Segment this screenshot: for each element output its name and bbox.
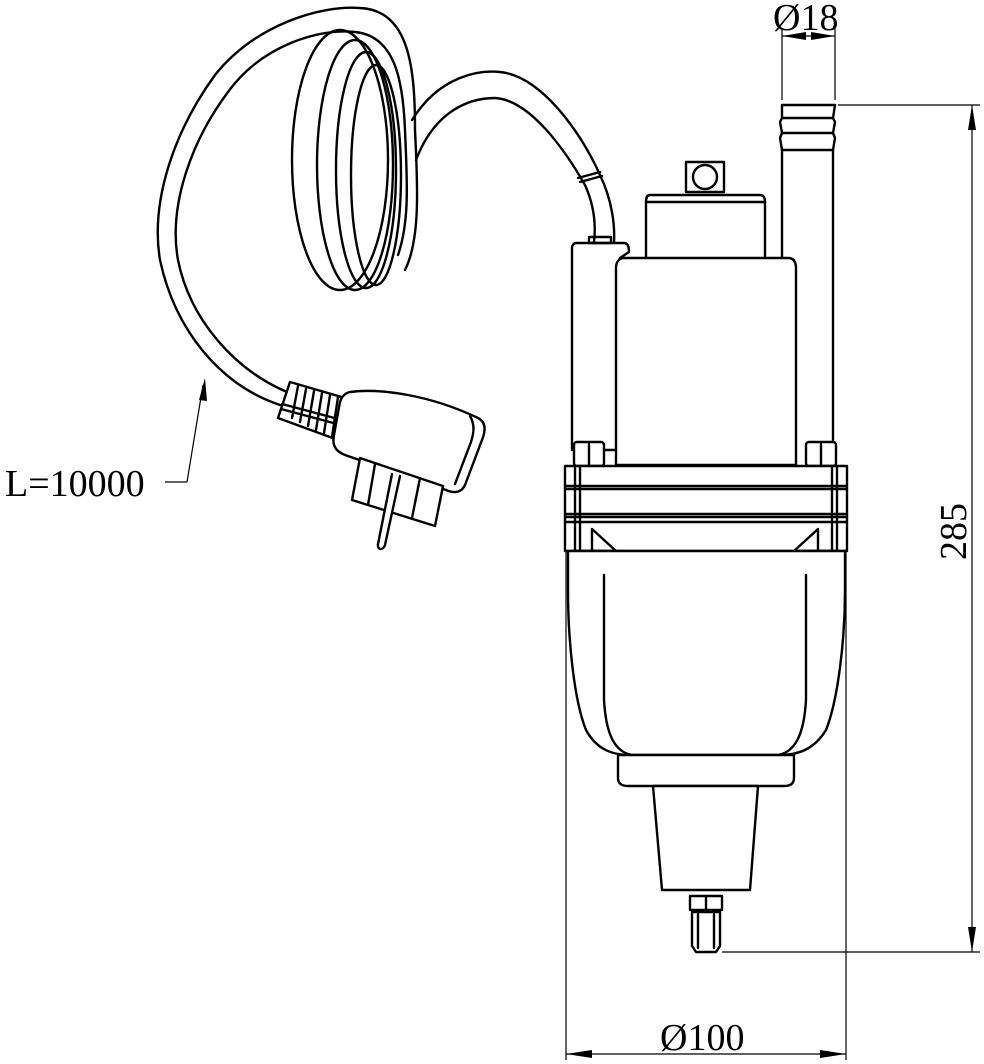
power-plug bbox=[276, 380, 486, 551]
dimension-height: 285 bbox=[722, 104, 980, 953]
dimension-body-diameter: Ø100 bbox=[565, 551, 847, 1060]
outlet-diameter-label: Ø18 bbox=[773, 0, 838, 39]
dimension-cable-length: L=10000 bbox=[5, 378, 207, 505]
height-label: 285 bbox=[933, 503, 975, 560]
cable-length-label: L=10000 bbox=[5, 463, 145, 505]
dimension-outlet-diameter: Ø18 bbox=[773, 0, 838, 100]
power-cable bbox=[156, 6, 616, 407]
pump-body bbox=[563, 103, 849, 954]
body-diameter-label: Ø100 bbox=[660, 1017, 744, 1059]
